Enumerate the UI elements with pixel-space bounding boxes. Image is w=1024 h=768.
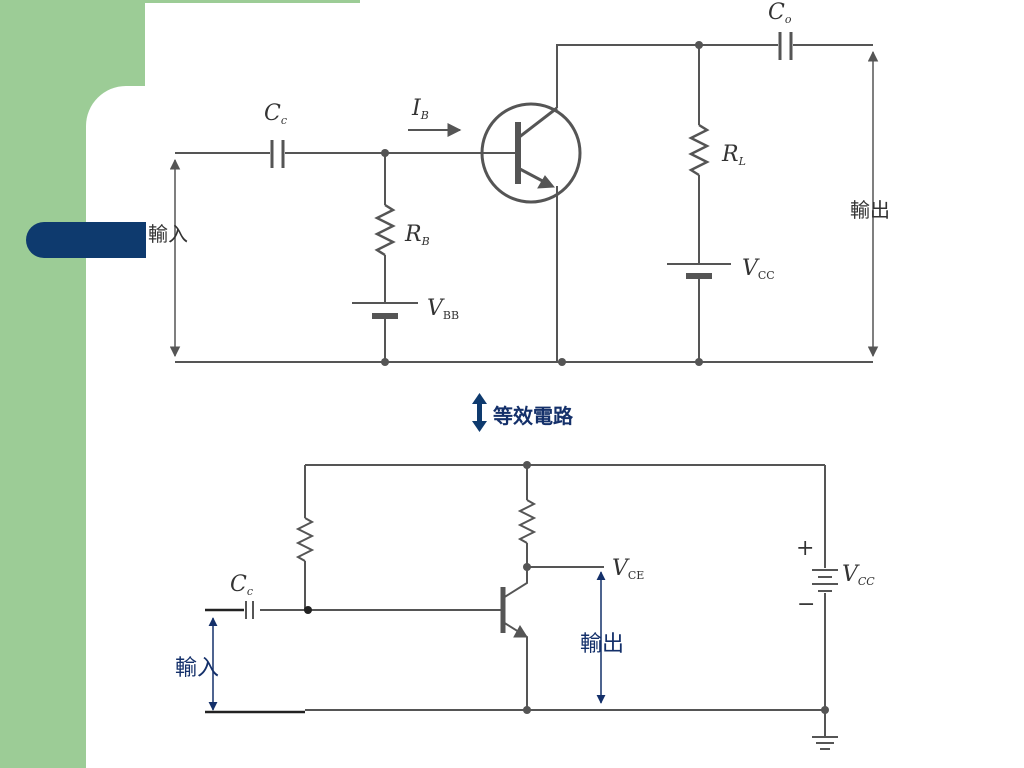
bottom-vcc-label: VCC	[842, 562, 875, 588]
top-transistor-collector	[517, 106, 558, 140]
top-circuit	[169, 32, 879, 363]
top-rb-resistor	[374, 203, 396, 257]
top-rb-label: RB	[405, 222, 430, 248]
top-output-label: 輸出	[850, 198, 890, 222]
bottom-circuit	[205, 464, 838, 750]
top-co-label: Co	[768, 0, 792, 26]
top-collector-wire	[556, 44, 778, 108]
top-junction-dot	[381, 358, 389, 366]
top-emitter-arrow	[537, 175, 556, 189]
top-junction-dots	[381, 41, 703, 366]
bottom-junction-dot	[523, 461, 531, 469]
bottom-junction-dot	[523, 563, 531, 571]
bottom-vce-label: VCE	[612, 556, 645, 582]
bottom-cc-label: Cc	[230, 572, 254, 598]
top-vcc-label: VCC	[742, 256, 775, 282]
equivalent-double-arrow	[472, 393, 487, 432]
top-cc-label: Cc	[264, 101, 288, 127]
top-transistor-circle	[480, 102, 582, 204]
bottom-junction-dot	[304, 606, 312, 614]
bottom-transistor-collector	[502, 567, 528, 599]
top-vbb-label: VBB	[427, 296, 460, 322]
bottom-bias-resistor	[295, 517, 315, 562]
top-rl-resistor	[688, 123, 710, 177]
bottom-collector-wire	[526, 543, 604, 568]
top-accent-strip	[145, 0, 360, 3]
navy-accent-pill	[26, 222, 146, 258]
bottom-junction-dots	[304, 461, 829, 714]
bottom-junction-dot	[821, 706, 829, 714]
bottom-junction-dot	[523, 706, 531, 714]
bottom-emitter-arrow	[513, 625, 528, 638]
content-panel	[86, 86, 1024, 768]
top-input-label: 輸入	[148, 222, 188, 246]
top-ib-label: IB	[412, 96, 429, 122]
top-rl-label: RL	[722, 142, 746, 168]
bottom-input-label: 輸入	[175, 656, 220, 681]
bottom-plus-sign: +	[796, 536, 815, 561]
bottom-minus-sign: −	[797, 592, 816, 617]
top-junction-dot	[695, 41, 703, 49]
top-junction-dot	[381, 149, 389, 157]
bottom-collector-resistor	[517, 499, 537, 544]
top-junction-dot	[695, 358, 703, 366]
equivalent-circuit-label: 等效電路	[493, 404, 573, 428]
top-junction-dot	[558, 358, 566, 366]
bottom-output-label: 輸出	[580, 632, 625, 657]
